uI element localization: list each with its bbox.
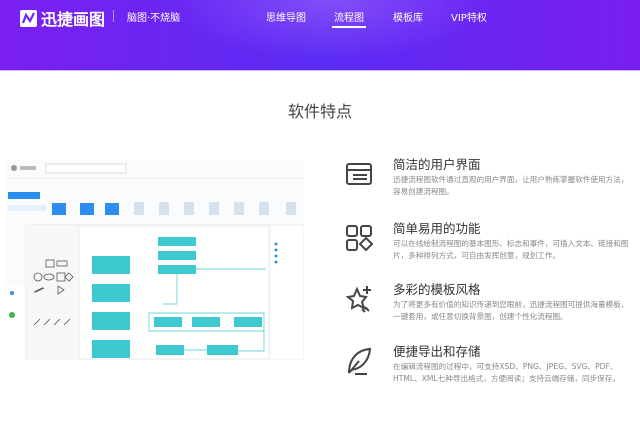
slogan: 脑图·不烧脑 <box>127 13 181 24</box>
feature-title: 简单易用的功能 <box>393 221 481 236</box>
feature-title: 便捷导出和存储 <box>393 344 481 359</box>
window-layout-icon <box>346 163 372 185</box>
shapes-grid-icon <box>346 225 374 252</box>
nav-templates[interactable]: 模板库 <box>393 13 423 24</box>
brand-name: 迅捷画图 <box>41 10 106 29</box>
header: 迅捷画图 脑图·不烧脑 思维导图 流程图 模板库 VIP特权 <box>0 0 640 71</box>
feature-desc: 在编辑流程图的过程中，可支持XSD、PNG、JPEG、SVG、PDF、HTML、… <box>393 362 620 383</box>
nav-flowchart[interactable]: 流程图 <box>332 9 366 28</box>
product-screenshot <box>6 160 305 361</box>
divider <box>113 10 114 22</box>
sparkle-cursor-icon <box>345 286 371 313</box>
logo-icon <box>20 9 37 27</box>
feature-desc: 为了将更多有价值的知识传递到您眼前，迅捷流程图可提供海量模板，一键套用，或任意切… <box>393 300 629 321</box>
feather-pen-icon <box>348 347 372 375</box>
nav-vip[interactable]: VIP特权 <box>451 13 487 24</box>
feature-title: 简洁的用户界面 <box>393 157 481 172</box>
feature-desc: 迅捷流程图软件通过直观的用户界面，让用户熟练掌握软件使用方法，容易创建流程图。 <box>393 175 629 196</box>
section-title: 软件特点 <box>287 102 352 121</box>
feature-title: 多彩的模板风格 <box>393 282 481 297</box>
logo[interactable]: 迅捷画图 <box>20 6 105 30</box>
nav-mindmap[interactable]: 思维导图 <box>266 13 306 24</box>
feature-desc: 可以在线绘制流程图的基本图形、标志和事件，可插入文本、链接和图片，多种排列方式，… <box>393 239 629 260</box>
